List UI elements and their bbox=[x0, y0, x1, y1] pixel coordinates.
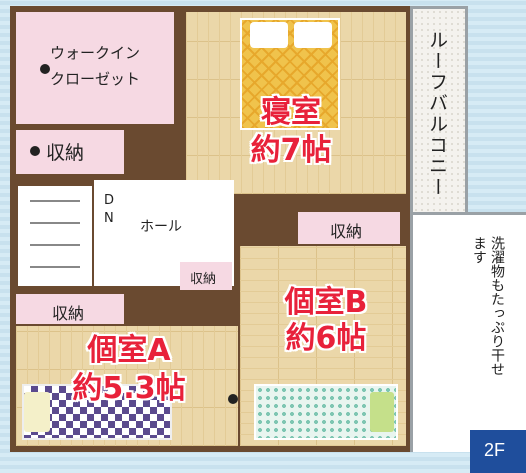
walk-in-closet-label: ウォークイン クローゼット bbox=[50, 44, 141, 88]
hall-label: ホール bbox=[140, 219, 182, 235]
balcony-extension bbox=[410, 212, 526, 452]
bedroom-size: 約7帖 bbox=[250, 133, 332, 168]
room-a-pointer-dot bbox=[228, 394, 238, 404]
pillow-right bbox=[294, 22, 332, 48]
storage-left-bottom bbox=[16, 294, 124, 324]
storage-small-label: 収納 bbox=[190, 272, 217, 287]
room-b-pillow bbox=[370, 392, 394, 432]
floor-tag-label: 2F bbox=[484, 440, 506, 460]
bedroom-floor bbox=[186, 12, 406, 194]
storage-right-label: 収納 bbox=[330, 222, 363, 241]
room-a-name: 個室A bbox=[87, 333, 171, 368]
storage-left-top-label: 収納 bbox=[46, 142, 85, 164]
stairs-line-2 bbox=[30, 222, 80, 224]
laundry-note: 洗濯物もたっぷり干せます bbox=[471, 236, 505, 376]
stairs-line-1 bbox=[30, 200, 80, 202]
room-b-name: 個室B bbox=[284, 285, 368, 320]
closet-pointer-dot bbox=[40, 64, 50, 74]
bedroom-name: 寝室 bbox=[261, 95, 321, 130]
stairs-line-4 bbox=[30, 266, 80, 268]
room-b-size: 約6帖 bbox=[285, 321, 367, 356]
storage-right bbox=[298, 212, 400, 244]
room-a-pillow bbox=[24, 392, 50, 432]
stairs-dn-label: DN bbox=[104, 193, 115, 226]
storage-left-bottom-label: 収納 bbox=[52, 304, 85, 323]
stairs-line-3 bbox=[30, 244, 80, 246]
storage-pointer-dot bbox=[30, 146, 40, 156]
room-a-size: 約5.3帖 bbox=[72, 371, 186, 406]
floor-tag bbox=[470, 430, 526, 473]
roof-balcony-label: ルーフバルコニー bbox=[426, 30, 448, 198]
storage-small bbox=[180, 262, 232, 290]
pillow-left bbox=[250, 22, 288, 48]
